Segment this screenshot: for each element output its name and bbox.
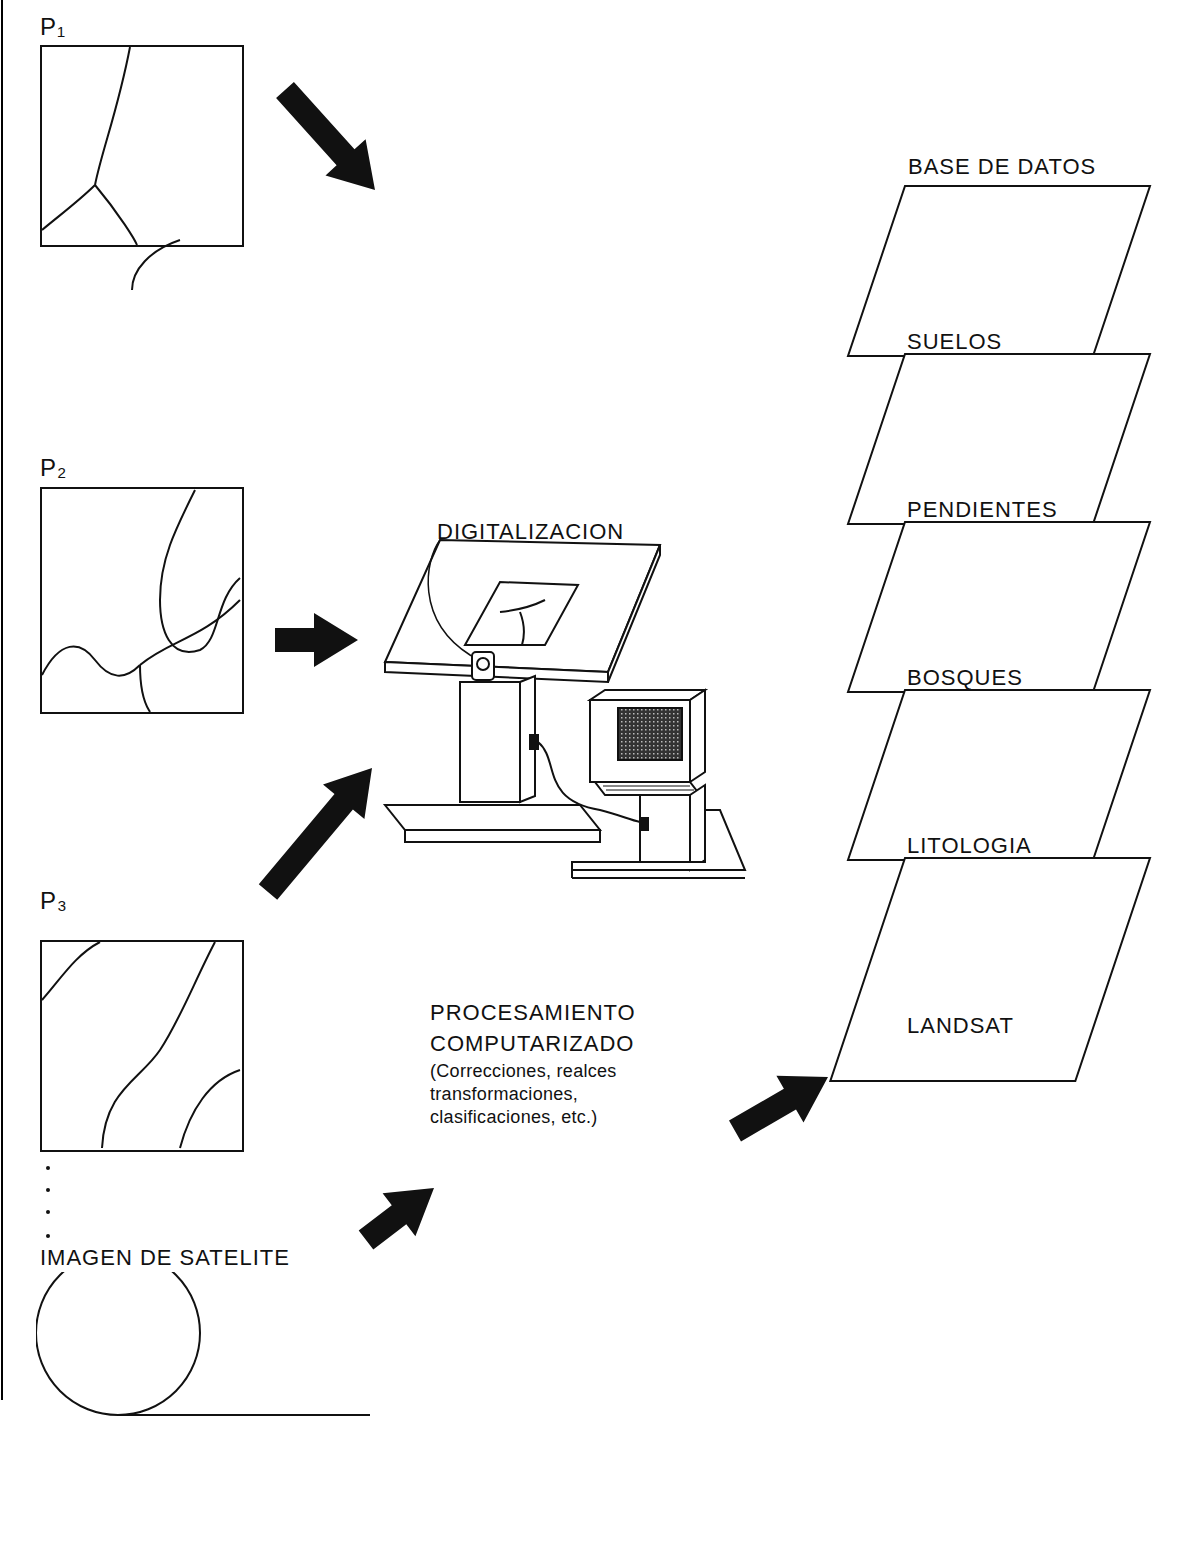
map-label: P₃ — [40, 886, 68, 916]
flow-arrow — [276, 82, 375, 190]
flow-arrow — [359, 1188, 434, 1250]
map-box: P₃ — [40, 888, 244, 1152]
process-note: (Correcciones, realces transformaciones,… — [430, 1060, 685, 1130]
map-outline — [40, 940, 244, 1152]
flow-arrow — [729, 1076, 828, 1142]
image-label: IMAGEN DE SATELITE — [40, 1244, 290, 1272]
database-layer: BOSQUES — [825, 521, 1155, 693]
layer-label: LANDSAT — [907, 1012, 1014, 1040]
layer-label: SUELOS — [907, 328, 1002, 356]
satellite-image: IMAGEN DE SATELITE — [36, 1244, 336, 1419]
layer-label: BOSQUES — [907, 664, 1023, 692]
database-layer: PENDIENTES — [825, 353, 1155, 525]
map-label: P₂ — [40, 453, 67, 483]
map-outline — [40, 487, 244, 714]
processing-step: PROCESAMIENTO COMPUTARIZADO(Correcciones… — [430, 998, 720, 1134]
database-layer: LANDSAT — [825, 857, 1155, 1082]
station-label: DIGITALIZACION — [437, 518, 624, 546]
flow-arrow — [259, 768, 372, 900]
layer-sheet — [825, 857, 1155, 1082]
map-outline — [40, 45, 244, 247]
process-title: PROCESAMIENTO COMPUTARIZADO — [430, 998, 665, 1060]
database-layer: SUELOS — [825, 185, 1155, 357]
digitizer-station: DIGITALIZACION — [380, 518, 750, 878]
database-title: BASE DE DATOS — [908, 153, 1096, 181]
map-box: P₁ — [40, 14, 244, 247]
map-label: P₁ — [40, 12, 66, 42]
database-layer: LITOLOGIA — [825, 689, 1155, 861]
map-box: P₂ — [40, 455, 244, 714]
layer-label: PENDIENTES — [907, 496, 1058, 524]
layer-label: LITOLOGIA — [907, 832, 1032, 860]
flow-arrow — [275, 613, 358, 667]
